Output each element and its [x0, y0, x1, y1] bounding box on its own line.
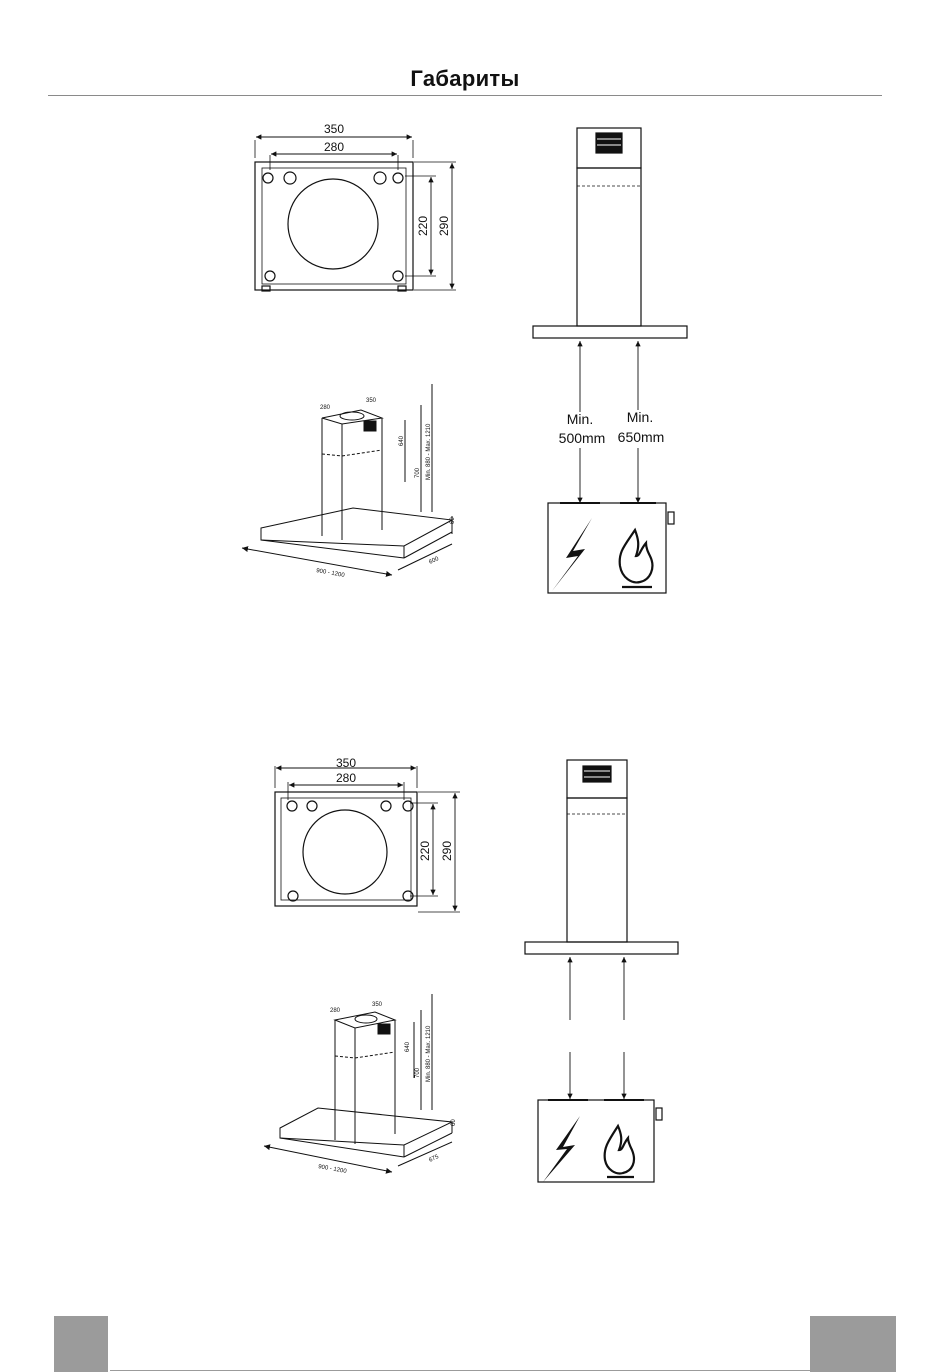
bottom-iso-dim-640: 640 [405, 1041, 411, 1052]
iso-dim-640: 640 [399, 435, 405, 446]
iso-dim-700: 700 [415, 467, 421, 478]
electric-min-label: Min. [567, 411, 593, 427]
footer-right-tab [810, 1316, 896, 1372]
footer-left-tab [54, 1316, 108, 1372]
bottom-plan-dim-220: 220 [418, 841, 432, 861]
bottom-iso-dim-depth: 675 [428, 1154, 440, 1164]
iso-dim-60: 60 [450, 517, 456, 524]
iso-dim-280: 280 [320, 405, 331, 411]
bottom-side-view [525, 760, 678, 1182]
bottom-plan-dim-290: 290 [440, 841, 454, 861]
top-plan-view [255, 137, 456, 291]
bottom-iso-dim-700: 700 [415, 1067, 421, 1078]
iso-dim-depth: 600 [428, 556, 440, 566]
footer-line [110, 1370, 810, 1371]
iso-dim-total: Min. 880 - Max. 1210 [426, 423, 432, 480]
plan-dim-350: 350 [324, 122, 344, 136]
bottom-iso-dim-350: 350 [372, 1002, 383, 1008]
bottom-iso-dim-total: Min. 880 - Max. 1210 [426, 1025, 432, 1082]
lightning-bolt-icon [552, 518, 592, 591]
flame-icon [605, 1126, 634, 1177]
top-iso-view [242, 384, 452, 575]
bottom-plan-view [275, 766, 460, 912]
bottom-iso-dim-width: 900 - 1200 [318, 1164, 348, 1175]
bottom-iso-dim-60: 60 [451, 1119, 457, 1126]
plan-dim-220: 220 [416, 216, 430, 236]
iso-dim-350: 350 [366, 398, 377, 404]
plan-dim-290: 290 [437, 216, 451, 236]
iso-dim-width: 900 - 1200 [316, 568, 346, 579]
bottom-iso-view [264, 994, 452, 1172]
gas-min-value: 650mm [618, 429, 665, 445]
plan-dim-280: 280 [324, 140, 344, 154]
top-side-view [533, 128, 687, 593]
gas-min-label: Min. [627, 409, 653, 425]
bottom-plan-dim-280: 280 [336, 771, 356, 785]
lightning-bolt-icon [543, 1116, 580, 1182]
bottom-iso-dim-280: 280 [330, 1008, 341, 1014]
flame-icon [620, 530, 653, 587]
bottom-plan-dim-350: 350 [336, 756, 356, 770]
electric-min-value: 500mm [559, 430, 606, 446]
